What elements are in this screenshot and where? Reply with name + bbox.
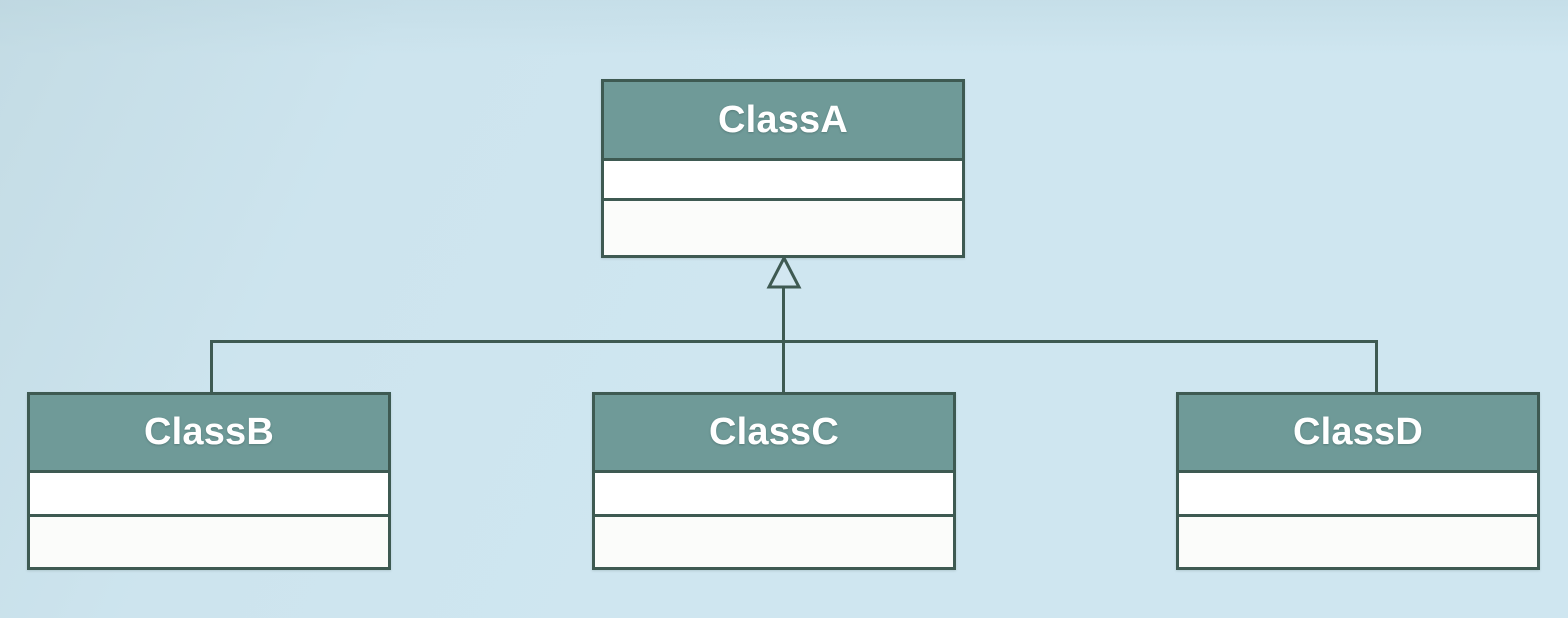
class-attributes-classd: [1179, 473, 1537, 517]
generalization-horizontal-bar: [210, 340, 1378, 343]
class-name-classa: ClassA: [604, 82, 962, 161]
class-name-classd: ClassD: [1179, 395, 1537, 473]
class-attributes-classc: [595, 473, 953, 517]
class-attributes-classb: [30, 473, 388, 517]
class-box-classb[interactable]: ClassB: [27, 392, 391, 570]
class-methods-classc: [595, 517, 953, 567]
class-name-classb: ClassB: [30, 395, 388, 473]
class-methods-classd: [1179, 517, 1537, 567]
generalization-branch-line-classd: [1375, 340, 1378, 393]
class-name-classc: ClassC: [595, 395, 953, 473]
class-box-classc[interactable]: ClassC: [592, 392, 956, 570]
generalization-trunk-line: [782, 286, 785, 393]
class-box-classa[interactable]: ClassA: [601, 79, 965, 258]
class-methods-classb: [30, 517, 388, 567]
class-attributes-classa: [604, 161, 962, 201]
generalization-triangle-icon: [766, 254, 802, 289]
class-methods-classa: [604, 201, 962, 255]
generalization-branch-line-classb: [210, 340, 213, 393]
class-box-classd[interactable]: ClassD: [1176, 392, 1540, 570]
